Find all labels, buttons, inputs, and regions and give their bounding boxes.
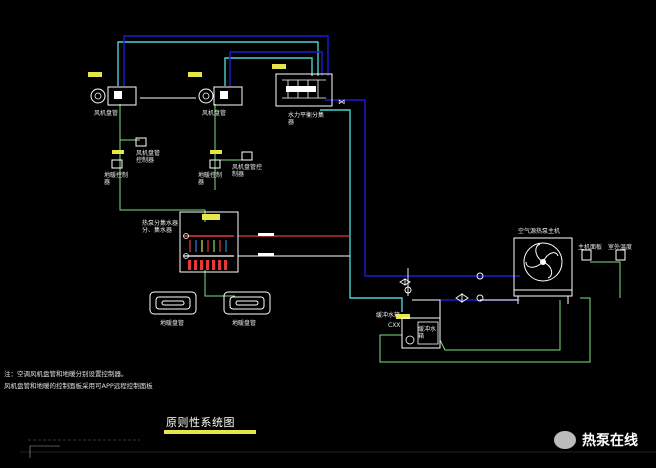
pipe-cyan xyxy=(117,41,403,312)
outdoor-sensor xyxy=(615,249,626,261)
control-wiring xyxy=(119,104,621,363)
watermark-text: 热泵在线 xyxy=(582,433,638,449)
heat-pump-unit xyxy=(513,237,573,304)
buffer-tank xyxy=(396,314,441,349)
label-floor-coil-left: 地暖盘管 xyxy=(160,320,185,327)
label-heat-pump: 空气源热泵主机 xyxy=(518,228,561,235)
note-line-2: 风机盘管和地暖的控制面板采用可APP远程控制面板 xyxy=(4,382,153,390)
label-water-distributor: 水力平衡分集器 xyxy=(288,112,325,126)
watermark: 热泵在线 xyxy=(554,430,638,450)
label-buffer-tank: 缓冲水箱 xyxy=(376,312,401,319)
label-floor-manifold: 热泵分集水器 分、集水器 xyxy=(142,220,179,234)
buffer-tank-text: 缓冲水箱 xyxy=(418,326,437,340)
buffer-tank-tag: CXX xyxy=(388,322,401,329)
label-fan-coil-left: 风机盘管 xyxy=(94,110,119,117)
label-thermostat-left: 地暖控制器 xyxy=(104,172,129,186)
label-fan-coil-mid: 风机盘管 xyxy=(202,110,227,117)
floor-manifold xyxy=(179,211,239,273)
thermostat-mid xyxy=(209,150,222,169)
floor-coil-right xyxy=(223,291,271,315)
label-fc-controller-left: 风机盘管控制器 xyxy=(136,150,161,164)
fc-controller-mid xyxy=(241,151,253,161)
label-floor-coil-right: 地暖盘管 xyxy=(232,320,257,327)
fan-coil-unit-mid xyxy=(188,72,243,106)
thermostat-left xyxy=(111,150,124,169)
floor-coil-left xyxy=(149,291,197,315)
svg-text:⋈: ⋈ xyxy=(338,98,345,106)
pipe-tag-supply xyxy=(258,233,274,236)
pipe-tag-return xyxy=(258,253,274,256)
heat-pump-panel xyxy=(581,249,592,261)
fc-controller-left xyxy=(135,137,147,147)
label-heat-pump-panel: 主机面板 xyxy=(578,244,603,251)
wechat-icon xyxy=(554,431,576,449)
label-outdoor-sensor: 室外温度 xyxy=(608,244,633,251)
valves xyxy=(399,268,484,303)
pipe-return xyxy=(140,97,518,320)
diagram-title: 原则性系统图 xyxy=(166,416,235,429)
label-thermostat-mid: 地暖控制器 xyxy=(198,172,223,186)
water-distributor: ⋈ xyxy=(272,64,345,107)
pipe-blue xyxy=(123,35,520,301)
fan-coil-unit-left xyxy=(88,72,137,106)
title-underline xyxy=(164,430,256,434)
note-line-1: 注：空调风机盘管和地暖分别设置控制器。 xyxy=(4,370,128,378)
label-fc-controller-mid: 风机盘管控制器 xyxy=(232,164,263,178)
